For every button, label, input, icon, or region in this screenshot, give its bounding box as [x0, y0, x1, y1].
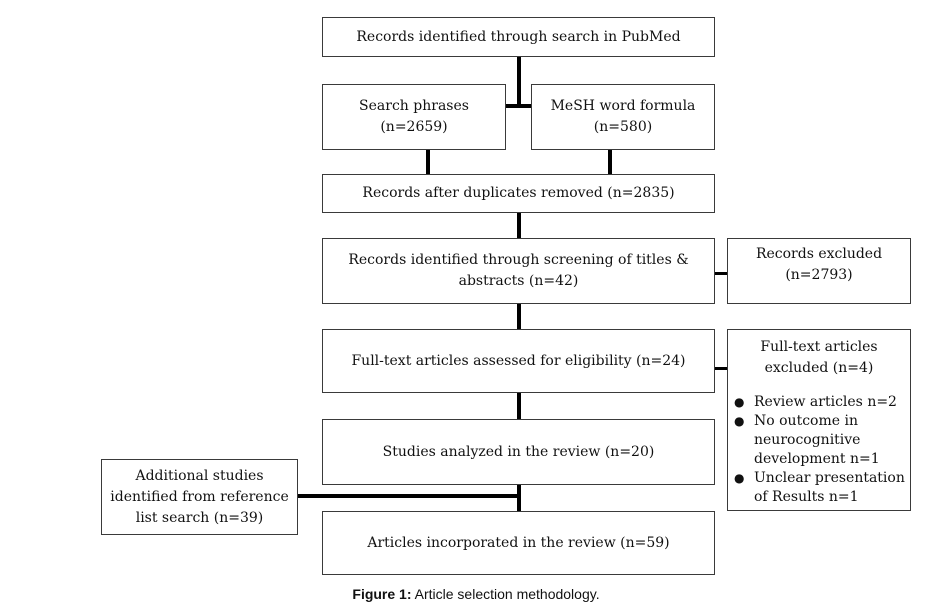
- connector-screening-to-excluded: [714, 272, 728, 275]
- full-text-assessed-label: Full-text articles assessed for eligibil…: [351, 352, 686, 369]
- records-excluded-label: Records excluded: [755, 246, 883, 262]
- bullet-icon: ●: [734, 414, 745, 428]
- figure-caption: Figure 1: Article selection methodology.: [0, 586, 952, 602]
- exclusion-reason-item: ●No outcome in neurocognitive developmen…: [734, 413, 880, 467]
- full-text-excluded-heading: Full-text articles excluded (n=4): [728, 337, 910, 379]
- box-search-phrases: Search phrases (n=2659): [322, 84, 506, 150]
- mesh-formula-count: (n=580): [593, 119, 653, 135]
- box-mesh-formula: MeSH word formula (n=580): [531, 84, 715, 150]
- screening-label-line2: abstracts (n=42): [458, 273, 579, 289]
- connector-phrases-down: [426, 150, 430, 174]
- exclusion-reason-item: ●Review articles n=2: [734, 394, 897, 410]
- articles-incorporated-label: Articles incorporated in the review (n=5…: [367, 534, 670, 551]
- search-phrases-count: (n=2659): [380, 119, 448, 135]
- box-articles-incorporated: Articles incorporated in the review (n=5…: [322, 511, 715, 575]
- connector-additional-horizontal: [297, 494, 521, 498]
- box-records-identified: Records identified through search in Pub…: [322, 17, 715, 57]
- additional-studies-line3: list search (n=39): [135, 509, 264, 526]
- connector-analyzed-to-incorporated: [517, 484, 521, 512]
- connector-mesh-down: [608, 150, 612, 174]
- connector-fulltext-to-analyzed: [517, 392, 521, 420]
- screening-label-line1: Records identified through screening of …: [348, 252, 689, 268]
- mesh-formula-label: MeSH word formula: [550, 98, 696, 114]
- box-after-duplicates: Records after duplicates removed (n=2835…: [322, 174, 715, 213]
- additional-studies-line2: identified from reference: [110, 488, 289, 505]
- studies-analyzed-label: Studies analyzed in the review (n=20): [382, 443, 655, 460]
- connector-fulltext-to-excluded: [714, 367, 728, 370]
- full-text-excluded-line1: Full-text articles: [760, 339, 878, 355]
- connector-identified-to-split: [517, 56, 521, 108]
- connector-split-horizontal: [505, 104, 532, 108]
- box-full-text-assessed: Full-text articles assessed for eligibil…: [322, 329, 715, 393]
- caption-label: Figure 1:: [352, 586, 412, 602]
- box-additional-studies: Additional studies identified from refer…: [101, 459, 298, 535]
- box-records-excluded: Records excluded (n=2793): [727, 238, 911, 304]
- connector-duplicates-to-screening: [517, 212, 521, 238]
- exclusion-reason-item: ●Unclear presentation of Results n=1: [734, 470, 905, 505]
- box-studies-analyzed: Studies analyzed in the review (n=20): [322, 419, 715, 485]
- additional-studies-line1: Additional studies: [135, 467, 264, 484]
- caption-text: Article selection methodology.: [411, 586, 600, 602]
- connector-screening-to-fulltext: [517, 303, 521, 329]
- after-duplicates-label: Records after duplicates removed (n=2835…: [362, 185, 675, 201]
- bullet-icon: ●: [734, 471, 745, 485]
- search-phrases-label: Search phrases: [359, 98, 469, 114]
- full-text-excluded-line2: excluded (n=4): [764, 360, 874, 376]
- box-full-text-excluded: Full-text articles excluded (n=4) ●Revie…: [727, 329, 911, 511]
- exclusion-reasons-list: ●Review articles n=2 ●No outcome in neur…: [728, 393, 910, 507]
- records-excluded-count: (n=2793): [785, 267, 853, 283]
- bullet-icon: ●: [734, 395, 745, 409]
- records-identified-label: Records identified through search in Pub…: [356, 28, 681, 45]
- box-screening: Records identified through screening of …: [322, 238, 715, 304]
